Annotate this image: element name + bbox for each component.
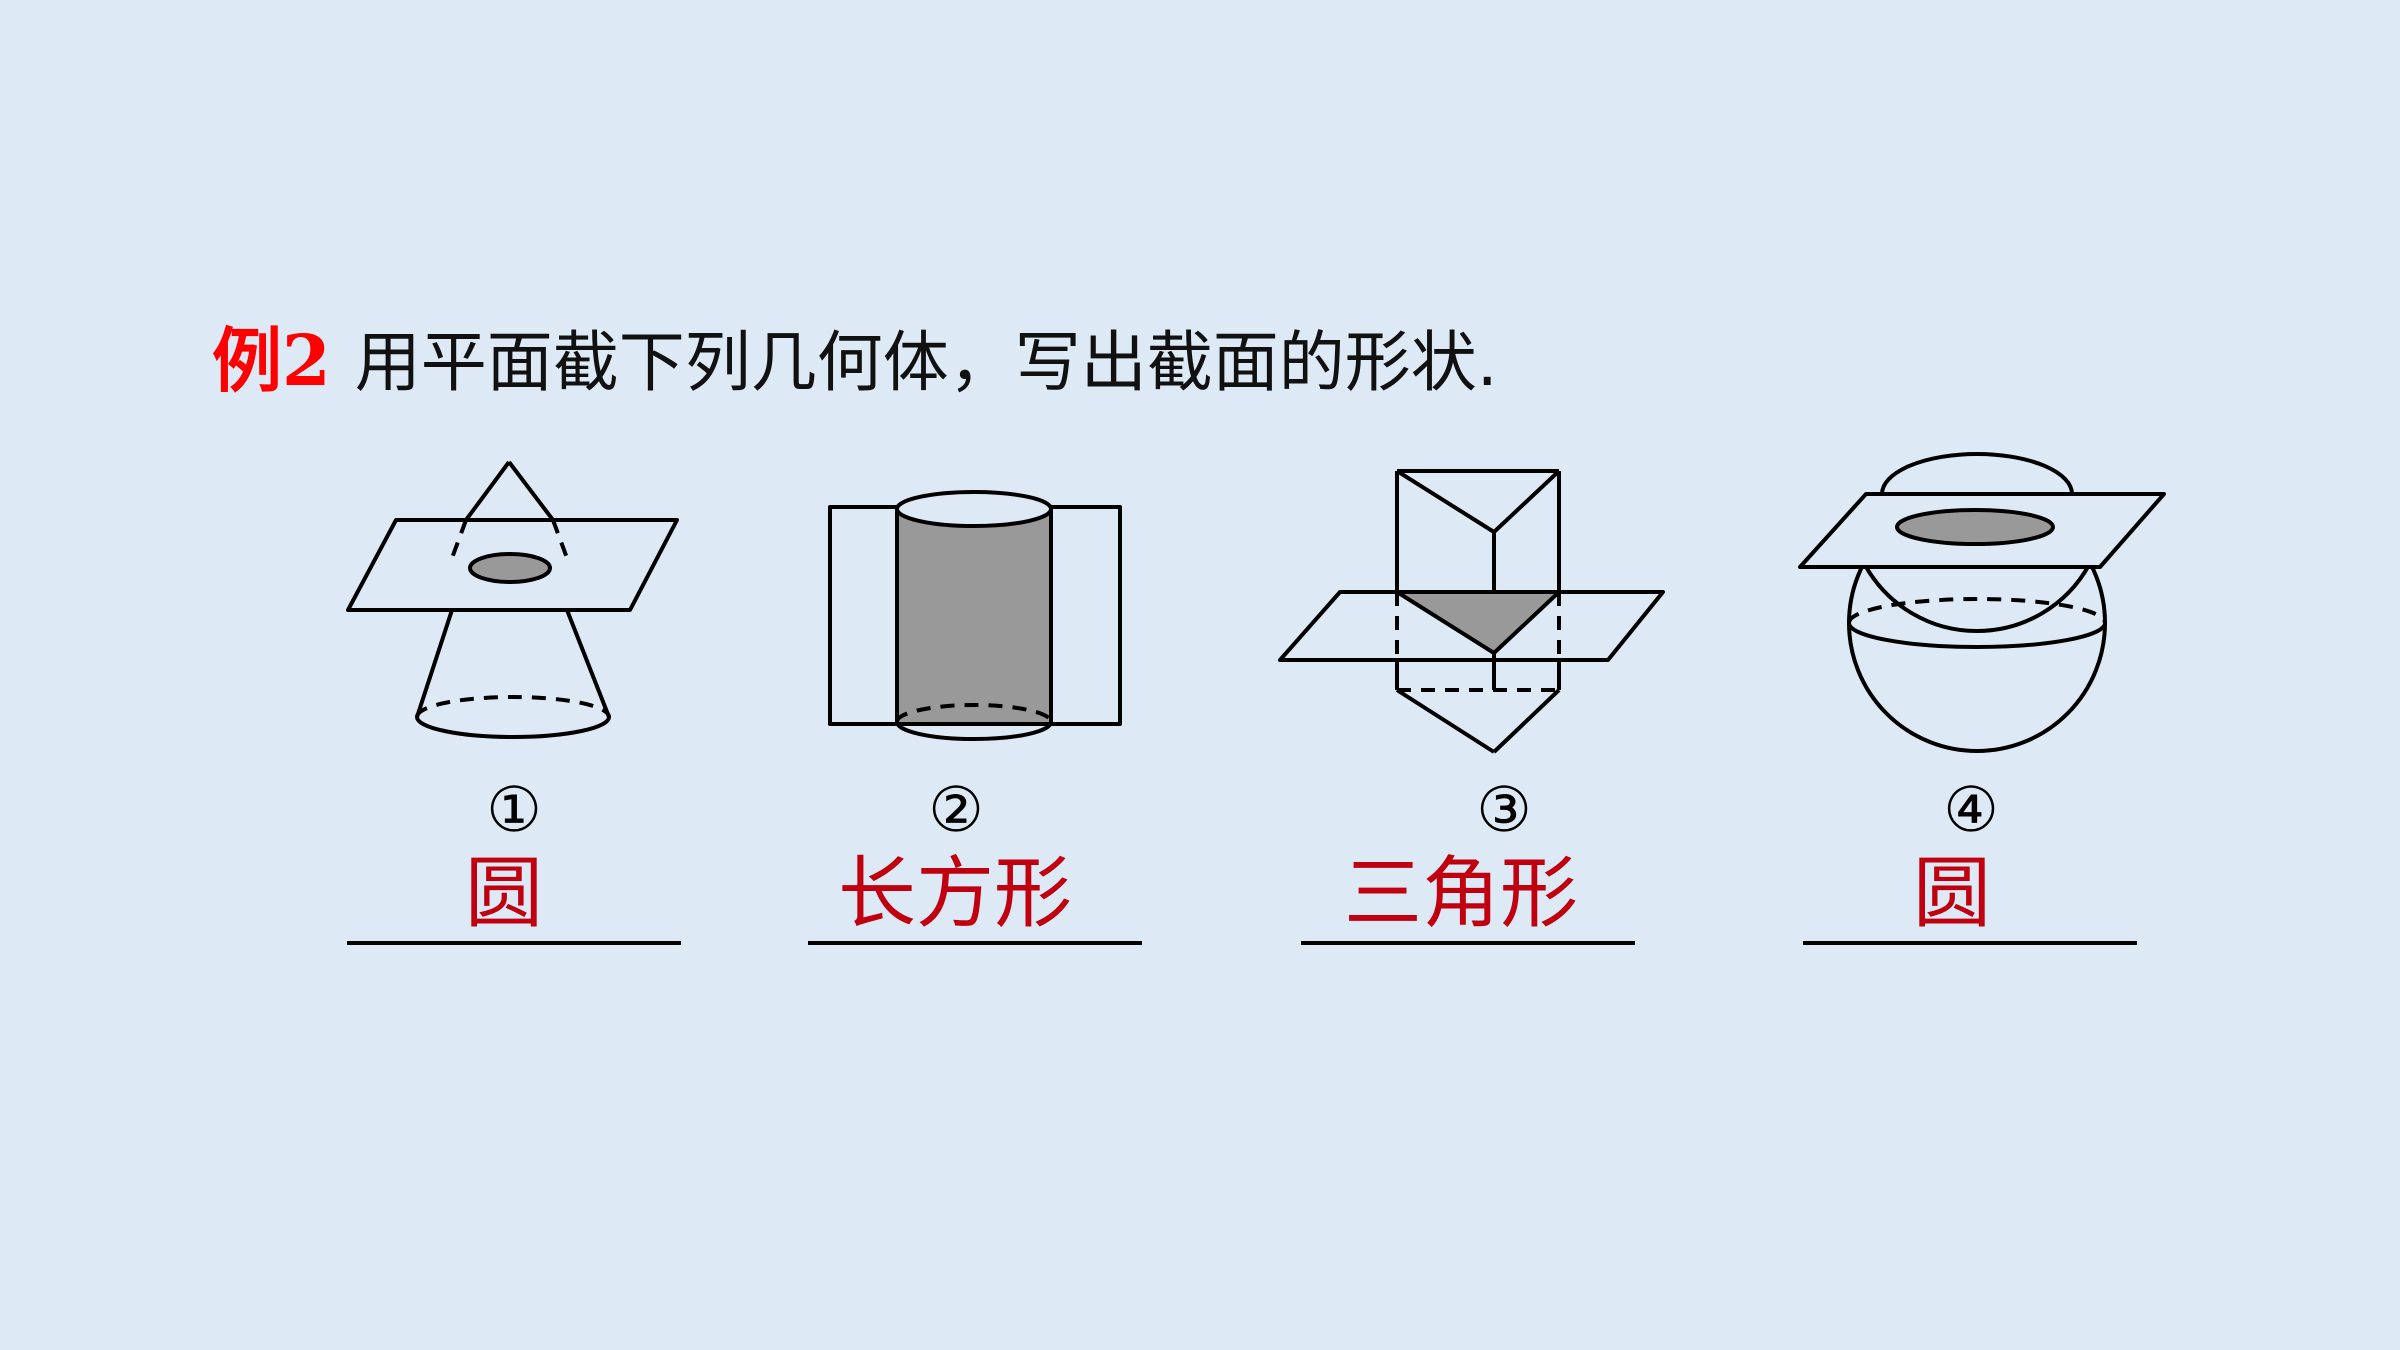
- cylinder-cross-section: [897, 509, 1051, 724]
- answer-4: 圆: [1912, 849, 1991, 939]
- answer-3: 三角形: [1343, 849, 1578, 939]
- problem-title: 例2 用平面截下列几何体，写出截面的形状.: [212, 305, 1498, 415]
- figure-number-3: ③: [1476, 773, 1532, 846]
- problem-text: 用平面截下列几何体，写出截面的形状.: [354, 324, 1498, 401]
- sphere-figure: [1798, 452, 2166, 753]
- cone-cross-section: [468, 552, 552, 584]
- figure-number-1: ①: [486, 773, 542, 846]
- cone-figure: [346, 460, 679, 739]
- figure-number-2: ②: [928, 773, 984, 846]
- prism-figure: [1278, 469, 1665, 754]
- prism-cross-section: [1395, 590, 1561, 655]
- cylinder-figure: [828, 490, 1122, 741]
- answer-blank-1: [347, 941, 681, 945]
- answer-2: 长方形: [837, 849, 1072, 939]
- answer-blank-3: [1301, 941, 1635, 945]
- figure-number-4: ④: [1943, 773, 1999, 846]
- answer-blank-2: [808, 941, 1142, 945]
- answer-blank-4: [1803, 941, 2137, 945]
- sphere-cross-section: [1895, 508, 2055, 546]
- answer-1: 圆: [464, 849, 543, 939]
- example-label: 例2: [212, 319, 331, 402]
